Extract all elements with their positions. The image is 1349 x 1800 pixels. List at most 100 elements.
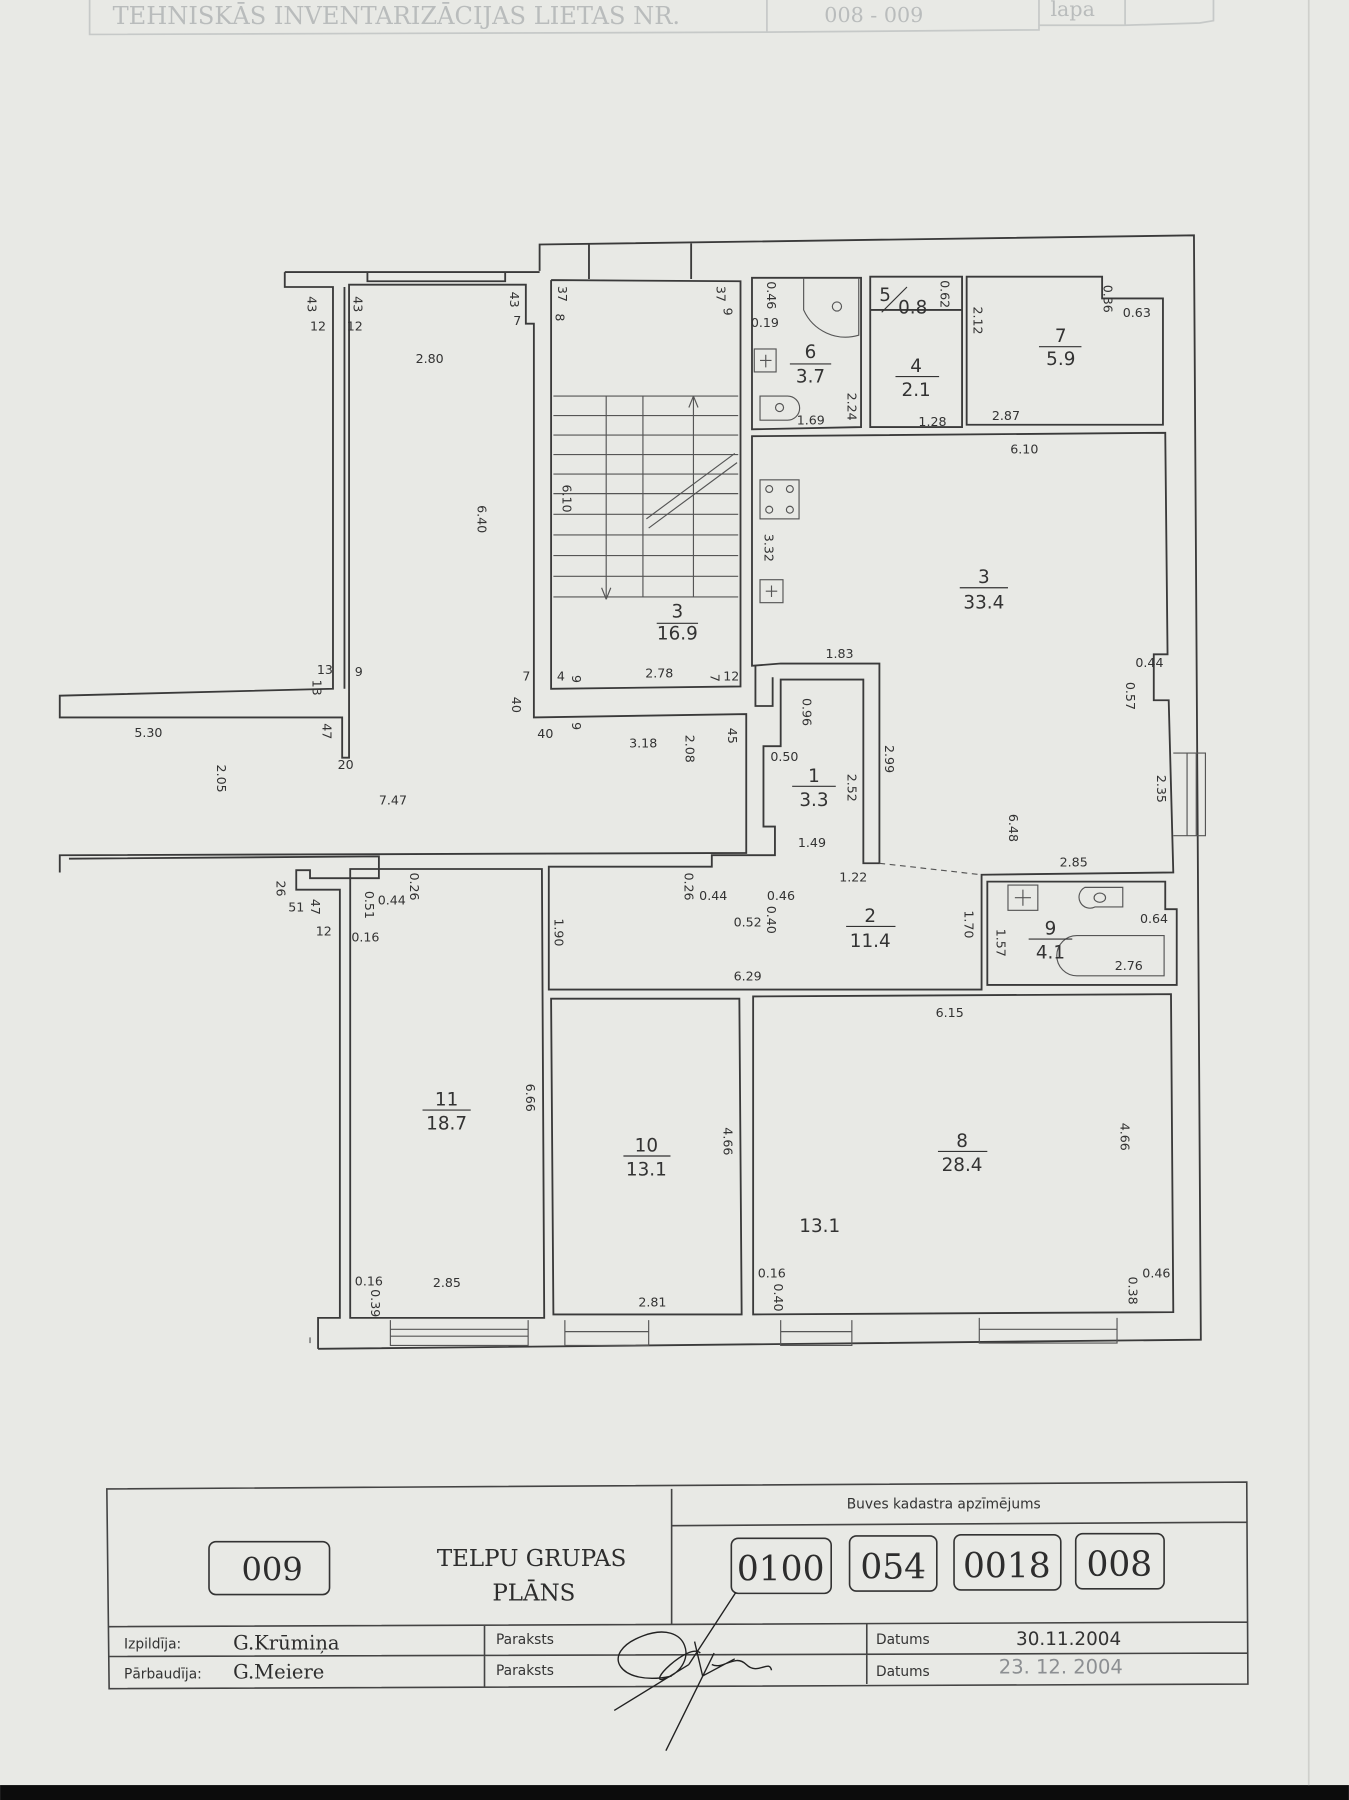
room-label: 94.1 <box>1028 918 1073 964</box>
room-label: 13.3 <box>792 766 836 811</box>
dimension: 47 <box>308 899 323 915</box>
dimension: 1.22 <box>839 870 867 885</box>
dimension: 43 <box>351 296 366 312</box>
dimension: 6.48 <box>1006 814 1021 842</box>
title-line-2: PLĀNS <box>492 1580 575 1606</box>
dimension: 9 <box>355 664 363 679</box>
dimension: 1.69 <box>797 413 825 428</box>
header-strip: TEHNISKĀS INVENTARIZĀCIJAS LIETAS NR. 00… <box>88 0 1215 36</box>
dimension: 7 <box>708 674 723 682</box>
dimension: 1.90 <box>552 918 567 946</box>
title-line-1: TELPU GRUPAS <box>437 1546 626 1572</box>
svg-text:9: 9 <box>1045 918 1057 939</box>
cadastre-box <box>848 1535 938 1592</box>
dimension: 13 <box>317 662 333 677</box>
dimension: 12 <box>316 924 332 939</box>
dimension: 0.51 <box>362 891 377 919</box>
dimension: 43 <box>507 292 522 308</box>
dimension: 0.16 <box>355 1274 383 1289</box>
svg-text:5.9: 5.9 <box>1046 349 1075 370</box>
svg-text:13.1: 13.1 <box>626 1160 667 1181</box>
dimension: 43 <box>305 296 320 312</box>
dimension: 0.38 <box>1126 1277 1141 1305</box>
svg-text:8: 8 <box>956 1131 968 1152</box>
dimension: 0.50 <box>770 749 798 764</box>
dimension: 0.16 <box>351 929 379 944</box>
cadastre-part: 054 <box>860 1547 926 1587</box>
dimension-labels: 43 12 43 12 43 7 2.80 6.40 37 8 37 9 6.1… <box>134 280 1170 1317</box>
svg-text:10: 10 <box>635 1135 658 1156</box>
dimension: 5.30 <box>134 725 162 740</box>
dimension: 0.52 <box>734 914 762 929</box>
group-number-box <box>208 1540 331 1596</box>
dimension: 1.28 <box>918 414 946 429</box>
room-label: 10 13.1 <box>623 1135 671 1181</box>
date-executed: 30.11.2004 <box>1016 1629 1121 1650</box>
svg-text:5: 5 <box>879 285 891 306</box>
dimension: 0.64 <box>1140 911 1168 926</box>
room-labels: 316.9 63.7 50.8 42.1 75.9 333.4 13.3 211… <box>422 285 1082 1181</box>
cadastre-part: 0018 <box>963 1546 1051 1586</box>
dimension: 0.16 <box>758 1266 786 1281</box>
dimension: 12 <box>347 319 363 334</box>
svg-text:7: 7 <box>1055 326 1067 347</box>
title-block: 009 TELPU GRUPAS PLĀNS Buves kadastra ap… <box>106 1481 1249 1751</box>
svg-text:3.3: 3.3 <box>799 790 828 811</box>
dimension: 9 <box>569 722 584 730</box>
dimension: 7 <box>513 313 521 328</box>
svg-text:1: 1 <box>808 766 820 787</box>
dimension: 12 <box>310 319 326 334</box>
cadastre-box <box>730 1537 833 1595</box>
case-label: TEHNISKĀS INVENTARIZĀCIJAS LIETAS NR. <box>113 2 680 30</box>
dimension: 1.49 <box>798 835 826 850</box>
dimension: 4 <box>557 669 565 684</box>
cadastre-part: 008 <box>1086 1545 1152 1585</box>
svg-text:6: 6 <box>805 342 817 363</box>
room-label: 828.4 <box>937 1131 988 1176</box>
dimension: 1.83 <box>825 646 853 661</box>
dimension: 12 <box>723 669 739 684</box>
dimension: 6.15 <box>936 1005 964 1020</box>
dimension: 0.19 <box>751 315 779 330</box>
svg-text:3: 3 <box>672 602 684 623</box>
dimension: 0.39 <box>368 1289 383 1317</box>
svg-text:0.8: 0.8 <box>898 297 927 318</box>
dimension: 2.35 <box>1154 775 1169 803</box>
dimension: 2.05 <box>214 765 229 793</box>
dimension: 2.52 <box>844 774 859 802</box>
svg-text:16.9: 16.9 <box>657 623 698 644</box>
dimension: 1.57 <box>994 929 1009 957</box>
dimension: 0.40 <box>771 1283 786 1311</box>
dimension: 40 <box>509 697 524 713</box>
cadastre-part: 0100 <box>737 1550 825 1590</box>
dimension: 8 <box>553 313 568 321</box>
dimension: 0.44 <box>1135 655 1163 670</box>
dimension: 0.62 <box>937 280 952 308</box>
dimension: 51 <box>288 899 304 914</box>
dimension: 0.96 <box>799 698 814 726</box>
dimension: 3.32 <box>762 534 777 562</box>
room-label: 333.4 <box>959 567 1008 613</box>
dimension: 0.57 <box>1123 682 1138 710</box>
room-label: 75.9 <box>1038 326 1082 370</box>
svg-text:4: 4 <box>910 356 922 377</box>
checker-name: G.Meiere <box>233 1660 324 1683</box>
dimension: 13.1 <box>799 1216 840 1237</box>
dimension: 9 <box>720 308 735 316</box>
dimension: 7 <box>522 669 530 684</box>
checker-label: Pārbaudīja: <box>124 1666 202 1682</box>
executor-name: G.Krūmiņa <box>233 1632 340 1655</box>
dimension: 7.47 <box>379 793 407 808</box>
dimension: 2.87 <box>992 408 1020 423</box>
room-label: 50.8 <box>879 285 927 319</box>
svg-text:33.4: 33.4 <box>963 592 1004 613</box>
group-number: 009 <box>241 1551 302 1589</box>
dimension: 6.10 <box>560 484 575 512</box>
dimension: 0.26 <box>681 872 696 900</box>
dimension: 2.08 <box>682 735 697 763</box>
dimension: 2.24 <box>844 393 859 421</box>
room-label: 316.9 <box>656 602 699 644</box>
dimension: 20 <box>338 757 354 772</box>
